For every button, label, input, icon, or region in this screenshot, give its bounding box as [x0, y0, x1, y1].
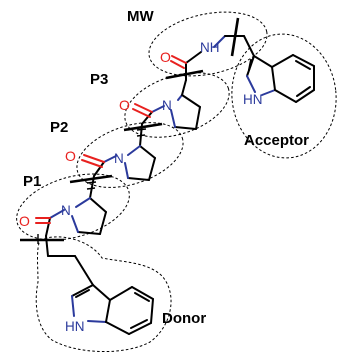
p3-cleavage-mark [165, 69, 204, 80]
donor-indole-nh: HN [65, 319, 85, 334]
mw-fragment [185, 17, 255, 81]
mw-carbonyl [170, 55, 187, 69]
p3-proline [141, 69, 204, 130]
mw-cleavage-mark [230, 17, 240, 57]
p3-label: P3 [90, 71, 108, 88]
p3-carbonyl [132, 103, 153, 118]
p3-region [124, 72, 230, 138]
mw-label: MW [127, 8, 154, 25]
donor-region [35, 236, 172, 353]
p2-proline [93, 122, 163, 181]
donor-chain [20, 234, 94, 286]
p1-region [16, 173, 130, 241]
region-labels: MW P3 P2 P1 Acceptor Donor [23, 8, 309, 327]
mw-oxygen: O [160, 49, 171, 65]
p1-proline [45, 174, 113, 237]
p2-oxygen: O [65, 148, 76, 164]
acceptor-region [231, 33, 337, 159]
p1-nitrogen: N [61, 203, 71, 218]
p2-carbonyl [81, 154, 105, 168]
p2-label: P2 [50, 119, 68, 136]
mw-amide-nh: NH [200, 40, 220, 55]
acceptor-label: Acceptor [244, 132, 309, 149]
p1-label: P1 [23, 173, 41, 190]
p2-cleavage-mark [123, 122, 163, 132]
acceptor-indole [246, 54, 315, 103]
p2-nitrogen: N [114, 151, 124, 166]
p1-carbonyl [35, 217, 51, 224]
acceptor-indole-nh: HN [243, 92, 263, 107]
donor-indole [71, 284, 154, 335]
donor-label: Donor [162, 310, 206, 327]
mw-region [148, 11, 268, 77]
region-outlines [16, 11, 337, 353]
atom-labels: O NH HN O N O N O N HN [19, 40, 263, 334]
p3-nitrogen: N [162, 98, 172, 113]
p3-oxygen: O [119, 97, 130, 113]
p2-region [76, 122, 184, 188]
p1-oxygen: O [19, 213, 30, 229]
p1-cleavage-mark [69, 174, 113, 184]
